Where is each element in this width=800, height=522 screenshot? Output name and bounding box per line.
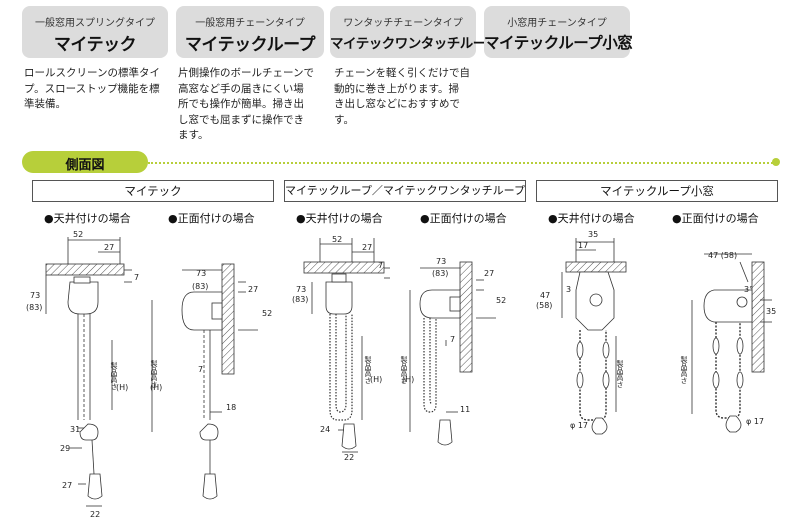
description-mytec: ロールスクリーンの標準タイ プ。スローストップ機能を標 準装備。 bbox=[24, 66, 174, 113]
drawing-mytec-wall bbox=[151, 263, 258, 500]
case-ceiling-2: ●天井付けの場合 bbox=[296, 212, 383, 225]
dim-73: 73 bbox=[30, 291, 40, 300]
dim-27: 27 bbox=[248, 285, 258, 294]
dim-height: 製品高さ bbox=[616, 359, 624, 389]
tab-sub: 一般窓用チェーンタイプ bbox=[195, 18, 305, 29]
dim-phi17: φ 17 bbox=[746, 417, 764, 426]
case-ceiling-3: ●天井付けの場合 bbox=[548, 212, 635, 225]
dim-22: 22 bbox=[344, 453, 354, 462]
group-mytec: マイテック bbox=[32, 180, 274, 202]
drawing-loop-wall bbox=[409, 261, 496, 446]
dim-h: (H) bbox=[370, 375, 382, 384]
dim-73: 73 bbox=[196, 269, 206, 278]
dim-52: 52 bbox=[262, 309, 272, 318]
dim-27b: 27 bbox=[62, 481, 72, 490]
desc-line: 片側操作のボールチェーンで bbox=[178, 67, 314, 79]
dim-height: 製品高さ bbox=[364, 355, 372, 385]
desc-line: 動的に巻き上がります。掃 bbox=[334, 82, 459, 95]
desc-line: 所でも操作が簡単。掃き出 bbox=[178, 98, 304, 110]
section-divider bbox=[148, 162, 776, 164]
section-title: 側面図 bbox=[65, 158, 105, 173]
tab-mytec-loop-small[interactable]: 小窓用チェーンタイプ マイテックループ小窓 bbox=[484, 6, 633, 58]
case-wall-1: ●正面付けの場合 bbox=[168, 212, 255, 225]
desc-line: 高窓など手の届きにくい場 bbox=[178, 82, 304, 95]
tab-main: マイテックループ bbox=[184, 35, 316, 55]
dim-h: (H) bbox=[116, 383, 128, 392]
tab-sub: 一般窓用スプリングタイプ bbox=[35, 18, 155, 29]
dim-83: (83) bbox=[292, 295, 308, 304]
dim-3deg: 3° bbox=[744, 285, 753, 294]
section-divider-dot bbox=[772, 158, 780, 166]
drawing-mytec-ceiling bbox=[45, 237, 132, 507]
dim-73: 73 bbox=[296, 285, 306, 294]
dim-35: 35 bbox=[766, 307, 776, 316]
dim-31: 31 bbox=[70, 425, 80, 434]
dim-83: (83) bbox=[192, 282, 208, 291]
drawing-small-ceiling bbox=[561, 238, 627, 435]
dim-58: (58) bbox=[536, 301, 552, 310]
desc-line: 準装備。 bbox=[24, 98, 66, 110]
dim-height: 製品高さ bbox=[680, 355, 688, 385]
tab-sub: 小窓用チェーンタイプ bbox=[507, 18, 607, 29]
drawing-loop-ceiling bbox=[303, 238, 390, 453]
dim-11: 11 bbox=[460, 405, 470, 414]
section-title-pill: 側面図 bbox=[22, 151, 148, 173]
dim-73: 73 bbox=[436, 257, 446, 266]
desc-line: プ。スローストップ機能を標 bbox=[24, 82, 160, 95]
dim-7: 7 bbox=[378, 261, 383, 270]
dim-h: (H) bbox=[150, 383, 162, 392]
case-wall-2: ●正面付けの場合 bbox=[420, 212, 507, 225]
dim-17: 17 bbox=[578, 241, 588, 250]
dim-phi17: φ 17 bbox=[570, 421, 588, 430]
dim-7: 7 bbox=[450, 335, 455, 344]
drawing-small-wall bbox=[691, 253, 772, 433]
desc-line: チェーンを軽く引くだけで自 bbox=[334, 67, 470, 79]
dim-height: 製品高さ bbox=[400, 355, 408, 385]
desc-line: き出し窓などにおすすめで bbox=[334, 98, 460, 110]
tab-mytec[interactable]: 一般窓用スプリングタイプ マイテック bbox=[22, 6, 168, 58]
tab-main: マイテックループ小窓 bbox=[484, 34, 633, 52]
dim-83: (83) bbox=[432, 269, 448, 278]
group-label: マイテック bbox=[124, 184, 182, 198]
case-wall-3: ●正面付けの場合 bbox=[672, 212, 759, 225]
dim-h: (H) bbox=[402, 375, 414, 384]
dim-47: 47 bbox=[540, 291, 550, 300]
dim-52: 52 bbox=[73, 230, 83, 239]
dim-7: 7 bbox=[134, 273, 139, 282]
desc-line: ます。 bbox=[178, 129, 209, 141]
group-mytec-loop: マイテックループ／マイテックワンタッチループ bbox=[284, 180, 526, 202]
dim-47-58: 47 (58) bbox=[708, 251, 737, 260]
dim-27: 27 bbox=[484, 269, 494, 278]
group-label: マイテックループ小窓 bbox=[600, 184, 714, 198]
dim-35: 35 bbox=[588, 230, 598, 239]
description-mytec-onetouch: チェーンを軽く引くだけで自 動的に巻き上がります。掃 き出し窓などにおすすめで … bbox=[334, 66, 484, 128]
dim-29: 29 bbox=[60, 444, 70, 453]
tab-mytec-loop[interactable]: 一般窓用チェーンタイプ マイテックループ bbox=[176, 6, 324, 58]
dim-height: 製品高さ bbox=[150, 359, 158, 389]
tab-main: マイテック bbox=[53, 35, 137, 55]
dim-height: 製品高さ bbox=[110, 361, 118, 391]
dim-52: 52 bbox=[496, 296, 506, 305]
dim-3: 3 bbox=[566, 285, 571, 294]
dim-27: 27 bbox=[104, 243, 114, 252]
tab-sub: ワンタッチチェーンタイプ bbox=[343, 18, 463, 29]
description-mytec-loop: 片側操作のボールチェーンで 高窓など手の届きにくい場 所でも操作が簡単。掃き出 … bbox=[178, 66, 328, 144]
desc-line: ロールスクリーンの標準タイ bbox=[24, 67, 160, 79]
case-ceiling-1: ●天井付けの場合 bbox=[44, 212, 131, 225]
tab-mytec-onetouch-loop[interactable]: ワンタッチチェーンタイプ マイテックワンタッチループ bbox=[330, 6, 498, 58]
desc-line: し窓でも屈まずに操作でき bbox=[178, 113, 304, 126]
tab-main: マイテックワンタッチループ bbox=[330, 36, 498, 52]
group-label: マイテックループ／マイテックワンタッチループ bbox=[285, 184, 525, 197]
dim-83: (83) bbox=[26, 303, 42, 312]
dim-52: 52 bbox=[332, 235, 342, 244]
group-mytec-loop-small: マイテックループ小窓 bbox=[536, 180, 778, 202]
dim-18: 18 bbox=[226, 403, 236, 412]
dim-7: 7 bbox=[198, 365, 203, 374]
dim-24: 24 bbox=[320, 425, 330, 434]
desc-line: す。 bbox=[334, 113, 354, 126]
dim-22: 22 bbox=[90, 510, 100, 519]
dim-27: 27 bbox=[362, 243, 372, 252]
